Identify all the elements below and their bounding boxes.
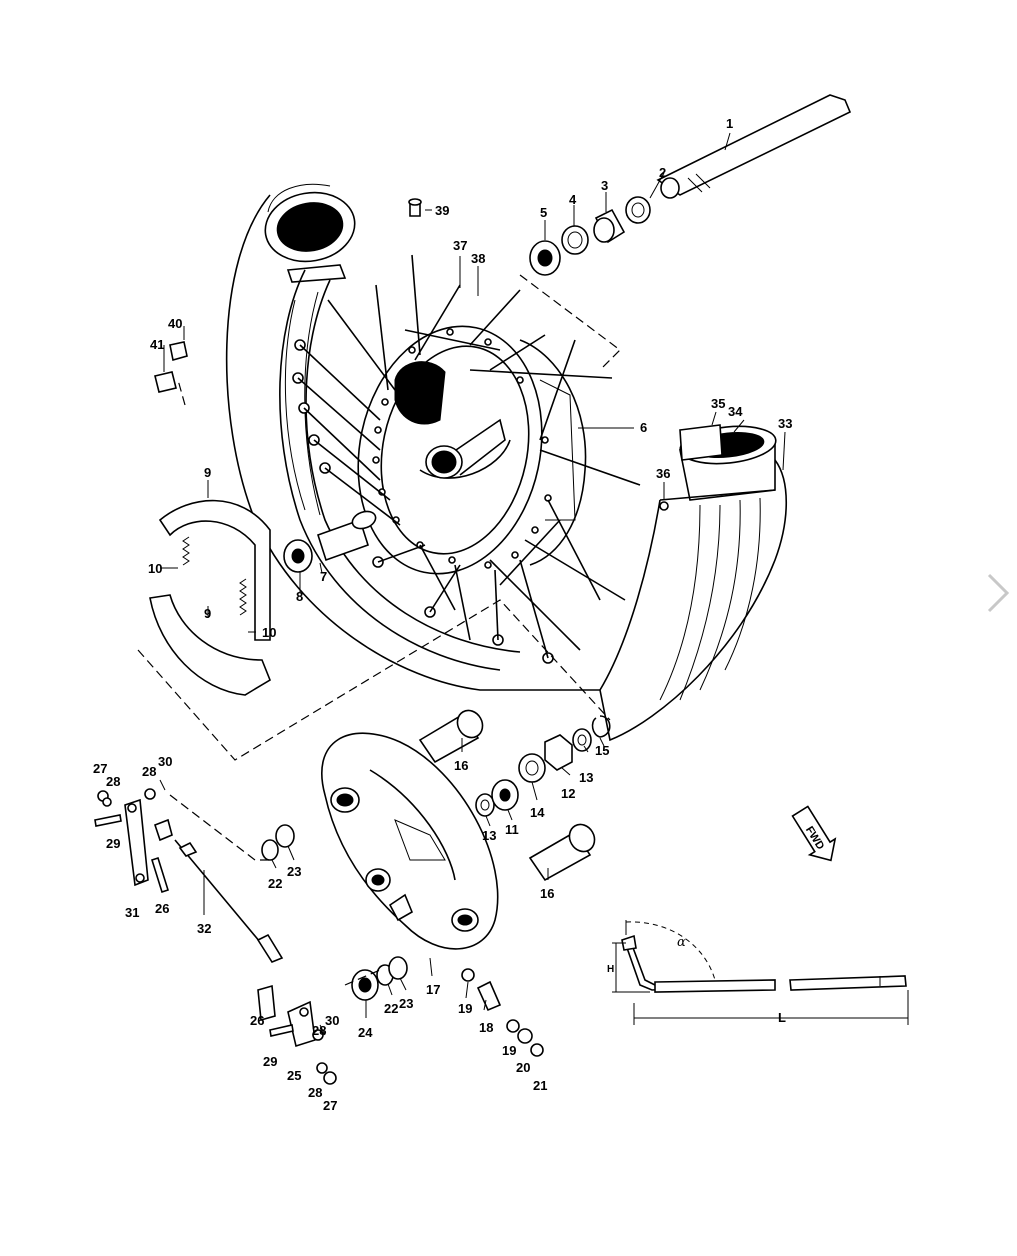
fwd-direction-marker: FWD [791,805,837,862]
callout-28-d: 28 [308,1085,322,1100]
callout-18: 18 [479,1020,493,1035]
height-h-label: H [607,964,614,975]
callout-23-upper: 23 [287,864,301,879]
callout-9-upper: 9 [204,465,211,480]
callout-20: 20 [516,1060,530,1075]
callout-38: 38 [471,251,485,266]
callout-1: 1 [726,116,733,131]
callout-10-upper: 10 [148,561,162,576]
callout-10-lower: 10 [262,625,276,640]
callout-25: 25 [287,1068,301,1083]
brake-panel [321,732,499,950]
chevron-right-icon [987,573,1010,613]
callout-5: 5 [540,205,547,220]
callout-16-upper: 16 [454,758,468,773]
callout-21: 21 [533,1078,547,1093]
tube-tire-section [599,424,787,742]
callout-11: 11 [505,822,519,837]
cable-dimension-inset: α H L [607,920,909,1025]
callout-29-lower: 29 [263,1054,277,1069]
callout-33: 33 [778,416,792,431]
callout-19-upper: 19 [458,1001,472,1016]
callout-30-upper: 30 [158,754,172,769]
callout-34: 34 [728,404,743,419]
callout-13-right: 13 [579,770,593,785]
callout-36: 36 [656,466,670,481]
callout-40: 40 [168,316,182,331]
callout-41: 41 [150,337,164,352]
callout-26-upper: 26 [155,901,169,916]
callout-13-left: 13 [482,828,496,843]
tire-rim-assembly [225,183,600,691]
callout-17: 17 [426,982,440,997]
callout-2: 2 [659,165,666,180]
lever-parts [94,779,337,1085]
callout-9-lower: 9 [204,606,211,621]
callout-28-b: 28 [142,764,156,779]
callout-31: 31 [125,905,139,920]
callout-32: 32 [197,921,211,936]
callout-35: 35 [711,396,725,411]
callout-12: 12 [561,786,575,801]
callout-27-upper: 27 [93,761,107,776]
callout-37: 37 [453,238,467,253]
assembly-lines [137,274,621,986]
callout-24: 24 [358,1025,373,1040]
callout-22-lower: 22 [384,1001,398,1016]
callout-6: 6 [640,420,647,435]
callout-16-lower: 16 [540,886,554,901]
callout-labels: 1 2 3 4 5 6 7 8 9 9 10 10 11 12 13 13 14… [93,116,792,1113]
length-l-label: L [778,1010,786,1025]
callout-22-upper: 22 [268,876,282,891]
wheel-hub [357,325,587,575]
axle-parts [408,94,852,276]
left-parts [149,341,377,696]
callout-4: 4 [569,192,577,207]
next-image-button[interactable] [982,568,1014,618]
callout-28-a: 28 [106,774,120,789]
callout-27-lower: 27 [323,1098,337,1113]
callout-28-c: 28 [312,1023,326,1038]
callout-15: 15 [595,743,609,758]
callout-7: 7 [320,569,327,584]
callout-14: 14 [530,805,545,820]
callout-30-lower: 30 [325,1013,339,1028]
callout-8: 8 [296,589,303,604]
leader-lines [160,132,786,1018]
angle-alpha-label: α [677,935,686,950]
callout-19-lower: 19 [502,1043,516,1058]
spokes [297,254,641,659]
callout-3: 3 [601,178,608,193]
callout-23-lower: 23 [399,996,413,1011]
callout-29-upper: 29 [106,836,120,851]
callout-26-lower: 26 [250,1013,264,1028]
callout-39: 39 [435,203,449,218]
